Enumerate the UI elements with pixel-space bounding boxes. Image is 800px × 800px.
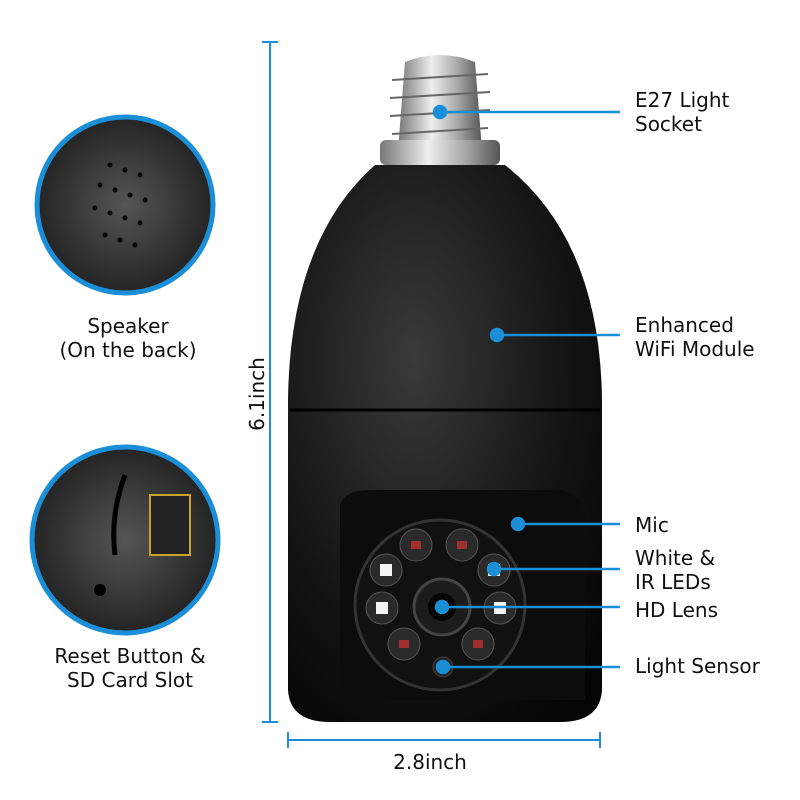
width-dimension-line [287,732,601,748]
height-dimension-line [262,41,278,723]
label-line: SD Card Slot [67,668,193,692]
label-reset-sd: Reset Button &SD Card Slot [10,644,250,692]
label-leds: White &IR LEDs [635,546,715,594]
speaker-inset [34,114,216,296]
label-line: (On the back) [59,338,197,362]
label-speaker: Speaker(On the back) [28,314,228,362]
callout-lines [432,104,620,675]
label-height: 6.1inch [245,357,269,431]
label-line: WiFi Module [635,337,755,361]
reset-sd-inset [29,444,221,636]
label-hd-lens: HD Lens [635,598,718,622]
label-line: White & [635,546,716,570]
label-line: Reset Button & [54,644,206,668]
label-line: Speaker [87,314,169,338]
camera-body [288,55,602,722]
label-light-sensor: Light Sensor [635,654,760,678]
label-mic: Mic [635,513,669,537]
label-line: Socket [635,112,702,136]
label-line: IR LEDs [635,570,711,594]
label-line: Enhanced [635,313,734,337]
label-line: E27 Light [635,88,730,112]
label-width: 2.8inch [393,750,467,774]
